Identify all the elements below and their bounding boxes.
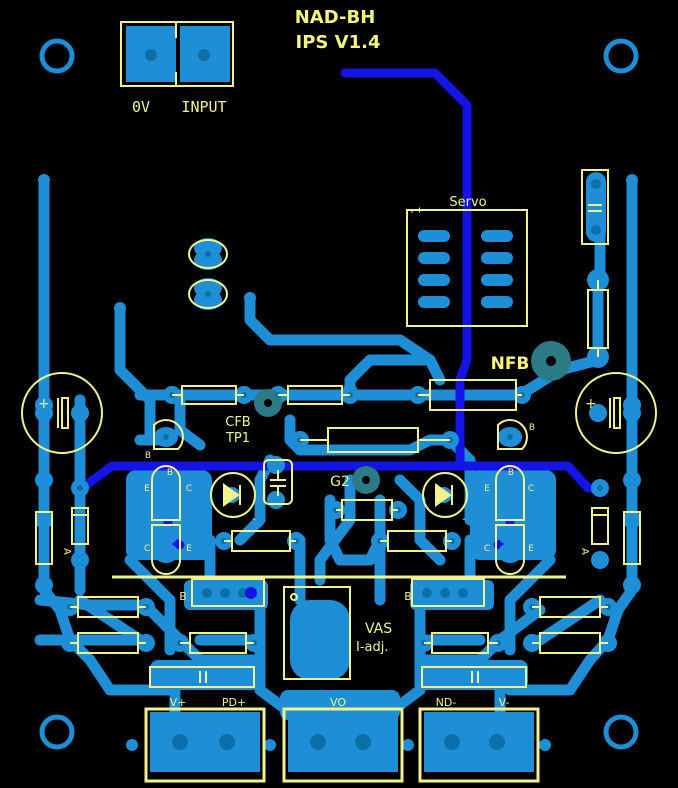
mounting-hole <box>39 714 75 750</box>
label-tp1: TP1 <box>225 431 250 446</box>
svg-text:E: E <box>144 484 150 494</box>
label-0v: 0V <box>132 98 150 116</box>
led-right <box>422 472 468 518</box>
label-led-minus-right: - <box>462 514 466 525</box>
svg-text:B: B <box>508 468 514 478</box>
svg-text:C: C <box>144 544 150 554</box>
svg-text:B: B <box>529 423 535 433</box>
board-title-line1: NAD-BH <box>295 7 376 28</box>
label-header-b-left: B <box>179 590 187 603</box>
electrolytic-cap-right <box>575 372 657 454</box>
label-servo: Servo <box>449 195 486 210</box>
svg-text:B: B <box>145 451 151 461</box>
svg-text:E: E <box>528 544 534 554</box>
label-vo: VO <box>330 696 346 709</box>
silkscreen <box>21 21 657 783</box>
svg-text:E: E <box>186 544 192 554</box>
svg-text:C: C <box>186 484 192 494</box>
svg-text:E: E <box>484 484 490 494</box>
svg-text:C: C <box>528 484 534 494</box>
label-diode-a-left: A <box>61 548 72 555</box>
label-diode-a-right: A <box>579 548 590 555</box>
board-title-line2: IPS V1.4 <box>296 32 381 53</box>
mounting-hole <box>39 38 75 74</box>
label-input: INPUT <box>181 98 226 116</box>
ceramic-cap-center <box>263 459 293 505</box>
electrolytic-cap-left <box>21 372 103 454</box>
transistor-pin-labels: B B B B E C C E E C C E <box>144 423 535 554</box>
label-cap-plus-right: + <box>585 396 597 412</box>
label-vminus: V- <box>499 696 510 709</box>
label-ndminus: ND- <box>436 696 457 709</box>
label-led-minus-left: - <box>252 514 256 525</box>
label-cfb: CFB <box>225 415 250 430</box>
diode-right <box>591 507 609 545</box>
svg-text:C: C <box>484 544 490 554</box>
label-vplus: V+ <box>170 696 187 709</box>
led-left <box>210 472 256 518</box>
resistors <box>35 280 641 654</box>
label-g2: G2 <box>330 474 350 490</box>
label-vas: VAS <box>365 621 392 637</box>
label-header-b-right: B <box>404 590 412 603</box>
label-cap-plus-left: + <box>38 396 50 412</box>
label-vas-iadj: I-adj. <box>356 640 389 655</box>
servo-ic-pads <box>418 230 513 308</box>
diode-left <box>71 507 89 545</box>
label-nfb: NFB <box>491 354 530 374</box>
label-servo-pin1: 1 <box>409 206 423 214</box>
mounting-hole <box>603 38 639 74</box>
label-pdplus: PD+ <box>222 696 246 709</box>
mounting-hole <box>603 714 639 750</box>
svg-text:B: B <box>167 468 173 478</box>
